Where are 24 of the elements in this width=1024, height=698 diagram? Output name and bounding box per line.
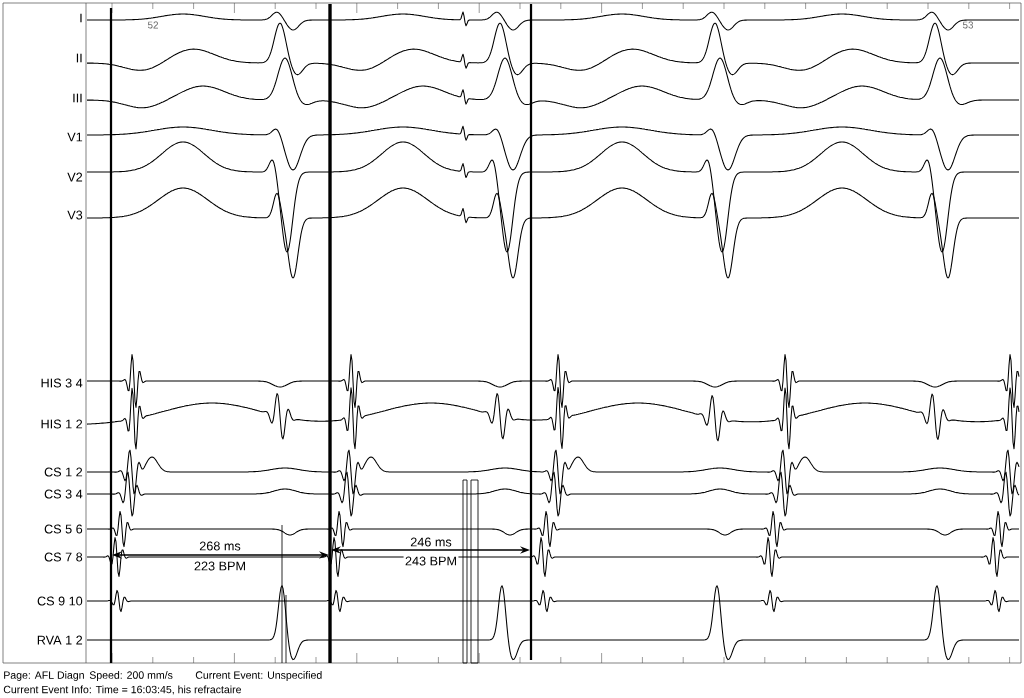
- status-text: Current Event: Unspecified: [195, 671, 322, 681]
- channel-label: CS 9 10: [37, 596, 83, 606]
- channel-label: I: [80, 13, 82, 23]
- channel-label: V2: [67, 172, 83, 182]
- status-text: Current Event Info: Time = 16:03:45, his refractaire: [3, 685, 242, 695]
- beat-number: 53: [962, 21, 974, 29]
- channel-label: CS 1 2: [44, 467, 83, 477]
- beat-number: 52: [147, 21, 158, 29]
- channel-label: HIS 1 2: [41, 419, 83, 429]
- channel-label: II: [76, 53, 82, 63]
- rate-label: 223 BPM: [192, 560, 248, 572]
- status-text: Speed: 200 mm/s: [89, 671, 173, 681]
- channel-label: CS 5 6: [44, 524, 83, 534]
- channel-label: CS 3 4: [44, 489, 83, 499]
- channel-label: RVA 1 2: [37, 635, 83, 645]
- channel-label: HIS 3 4: [41, 378, 83, 388]
- channel-label: CS 7 8: [44, 552, 83, 562]
- channel-label: III: [73, 93, 82, 103]
- channel-label: V3: [67, 210, 83, 220]
- interval-label: 268 ms: [197, 540, 243, 552]
- rate-label: 243 BPM: [403, 555, 459, 567]
- status-text: Page: AFL Diagn: [4, 671, 84, 681]
- channel-label: V1: [67, 132, 83, 142]
- interval-label: 246 ms: [408, 536, 454, 548]
